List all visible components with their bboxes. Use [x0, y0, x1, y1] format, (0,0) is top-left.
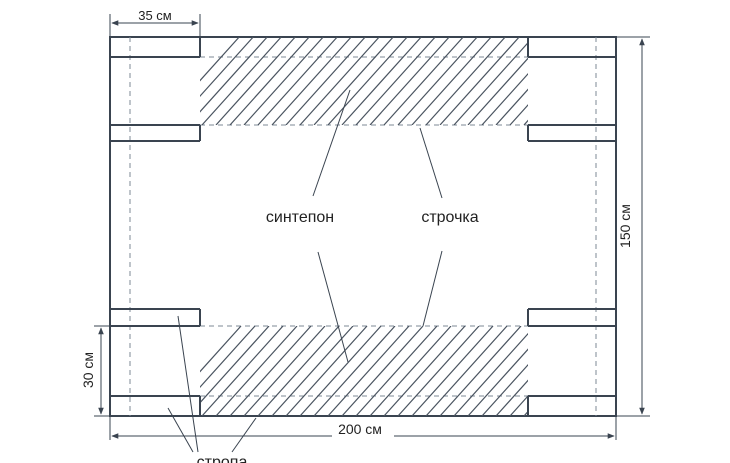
hatch-line	[495, 379, 528, 416]
hatch-line	[411, 37, 492, 125]
hatch-line	[285, 326, 368, 416]
hatch-line	[271, 326, 354, 416]
hatch-line	[299, 37, 380, 125]
top-right-strap	[527, 37, 616, 142]
hatch-line	[271, 37, 352, 125]
strap-label: стропа	[197, 454, 248, 463]
hatch-line	[229, 37, 310, 125]
hatch-line	[481, 72, 528, 125]
hatch-line	[369, 326, 452, 416]
stitching-label: строчка	[421, 209, 478, 226]
padding-callout: синтепон	[266, 89, 351, 363]
hatch-line	[397, 37, 478, 125]
bottom-right-strap	[527, 308, 616, 416]
strap-width-label: 35 см	[138, 8, 172, 23]
hatch-line	[341, 37, 422, 125]
hatch-line	[200, 37, 240, 82]
hatch-line	[215, 326, 298, 416]
hatch-line	[299, 326, 382, 416]
panel-outline	[109, 36, 617, 417]
hatch-line	[509, 104, 528, 125]
panel-width-dimension: 200 см	[109, 416, 617, 440]
hatch-line	[313, 37, 394, 125]
hatch-line	[481, 363, 528, 416]
hatch-line	[200, 326, 242, 373]
hatch-line	[538, 326, 619, 416]
panel-width-label: 200 см	[338, 421, 382, 437]
hatch-line	[538, 37, 617, 125]
hatch-line	[467, 57, 528, 125]
hatch-line	[523, 410, 528, 416]
strap-callout: стропа	[167, 315, 257, 463]
hatch-line	[285, 37, 366, 125]
strap-height-label: 30 см	[80, 352, 96, 388]
hatch-line	[257, 37, 338, 125]
hatch-line	[341, 326, 424, 416]
top-padding-hatch	[200, 37, 631, 125]
hatch-line	[552, 37, 631, 125]
top-left-strap	[110, 37, 201, 142]
hatch-line	[523, 119, 528, 125]
stitching-callout: строчка	[419, 127, 479, 327]
hatch-line	[327, 326, 410, 416]
hatch-line	[425, 326, 508, 416]
hatch-line	[355, 37, 436, 125]
hatch-line	[495, 88, 528, 125]
hatch-line	[552, 326, 633, 416]
hatch-line	[509, 395, 528, 416]
hatch-line	[327, 37, 408, 125]
hatch-line	[243, 37, 324, 125]
hatch-line	[200, 326, 256, 389]
hatch-line	[467, 348, 528, 416]
hatch-line	[439, 326, 522, 416]
hatch-line	[257, 326, 340, 416]
hatch-line	[439, 37, 520, 125]
hatch-line	[229, 326, 312, 416]
hatch-line	[383, 37, 464, 125]
hatch-line	[411, 326, 494, 416]
hatch-line	[243, 326, 326, 416]
strap-width-dimension: 35 см	[109, 8, 201, 37]
hatch-line	[453, 332, 528, 416]
hatch-line	[425, 37, 506, 125]
hatch-line	[200, 37, 254, 98]
hatch-line	[200, 37, 268, 113]
bottom-padding-hatch	[200, 326, 633, 416]
hatch-line	[355, 326, 438, 416]
panel-height-label: 150 см	[617, 204, 633, 248]
panel-height-dimension: 150 см	[616, 36, 650, 417]
hatch-line	[215, 37, 296, 125]
bottom-left-strap	[110, 308, 201, 416]
hatch-line	[200, 326, 270, 404]
hatch-line	[201, 326, 284, 416]
hatch-line	[453, 41, 528, 125]
hatch-line	[397, 326, 480, 416]
hatch-line	[369, 37, 450, 125]
hatch-line	[201, 37, 282, 125]
strap-height-dimension: 30 см	[80, 325, 110, 417]
hatch-line	[383, 326, 466, 416]
hatch-line	[313, 326, 396, 416]
padding-label: синтепон	[266, 209, 334, 226]
